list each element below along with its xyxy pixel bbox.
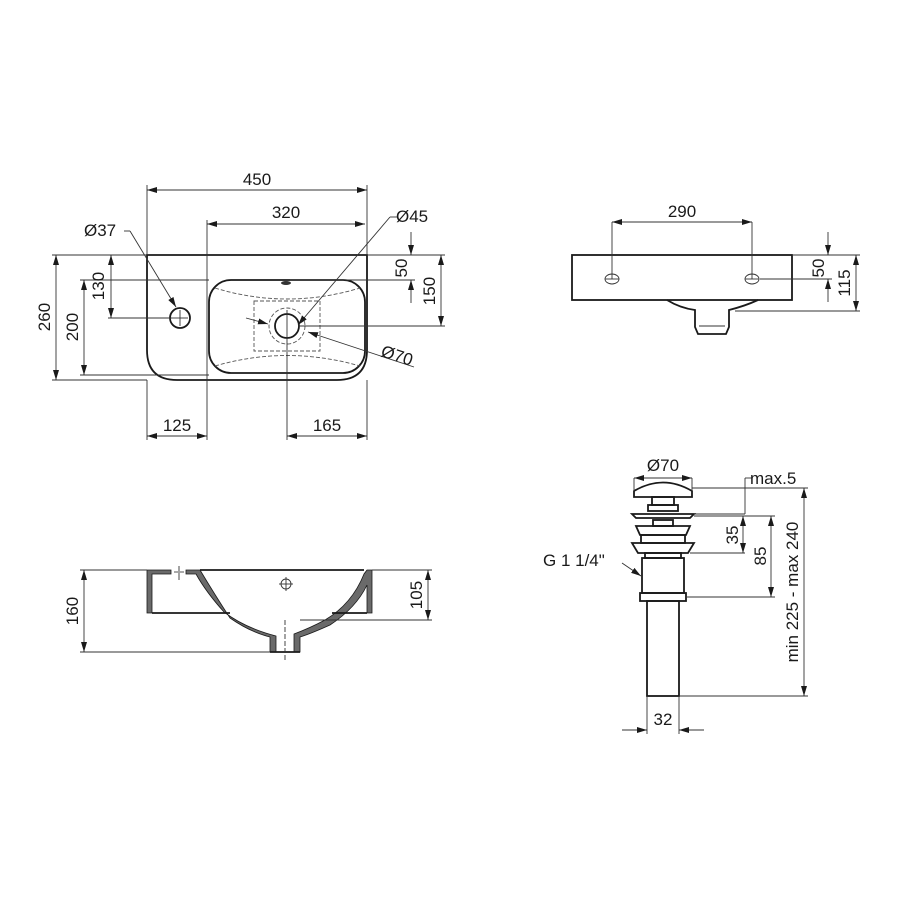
drain-cap bbox=[633, 481, 693, 498]
dim-50-rear: 50 bbox=[809, 259, 828, 278]
dim-200: 200 bbox=[63, 313, 82, 341]
dim-165: 165 bbox=[313, 416, 341, 435]
overflow-slot bbox=[281, 281, 291, 285]
section-view: 160 105 bbox=[63, 566, 432, 660]
dim-160: 160 bbox=[63, 597, 82, 625]
sink-outline-rear bbox=[571, 254, 793, 301]
dim-dia-37: Ø37 bbox=[84, 221, 116, 240]
dim-130: 130 bbox=[89, 272, 108, 300]
dim-50-top: 50 bbox=[392, 259, 411, 278]
dim-450: 450 bbox=[243, 170, 271, 189]
dim-260: 260 bbox=[35, 303, 54, 331]
dim-105: 105 bbox=[407, 581, 426, 609]
dim-length-range: min 225 - max 240 bbox=[783, 522, 802, 663]
dim-125: 125 bbox=[163, 416, 191, 435]
sink-outline-top bbox=[146, 254, 368, 381]
dim-35: 35 bbox=[723, 526, 742, 545]
dim-85: 85 bbox=[751, 547, 770, 566]
top-view: 450 320 Ø37 Ø45 Ø70 260 200 130 bbox=[35, 170, 445, 440]
dim-320: 320 bbox=[272, 203, 300, 222]
dim-290: 290 bbox=[668, 202, 696, 221]
rear-view: 290 50 115 bbox=[571, 202, 860, 335]
dim-thread: G 1 1/4" bbox=[543, 551, 605, 570]
dim-valve-dia-70: Ø70 bbox=[647, 456, 679, 475]
dim-dia-70: Ø70 bbox=[379, 342, 415, 370]
dim-115: 115 bbox=[835, 269, 854, 296]
dim-max5: max.5 bbox=[750, 469, 796, 488]
tail-pipe bbox=[646, 600, 680, 697]
dim-150: 150 bbox=[420, 277, 439, 305]
drain-valve-view: Ø70 max.5 35 85 min 225 - max 240 G 1 1/… bbox=[543, 456, 808, 734]
threaded-body bbox=[641, 557, 685, 594]
dim-32: 32 bbox=[654, 710, 673, 729]
dim-dia-45: Ø45 bbox=[396, 207, 428, 226]
